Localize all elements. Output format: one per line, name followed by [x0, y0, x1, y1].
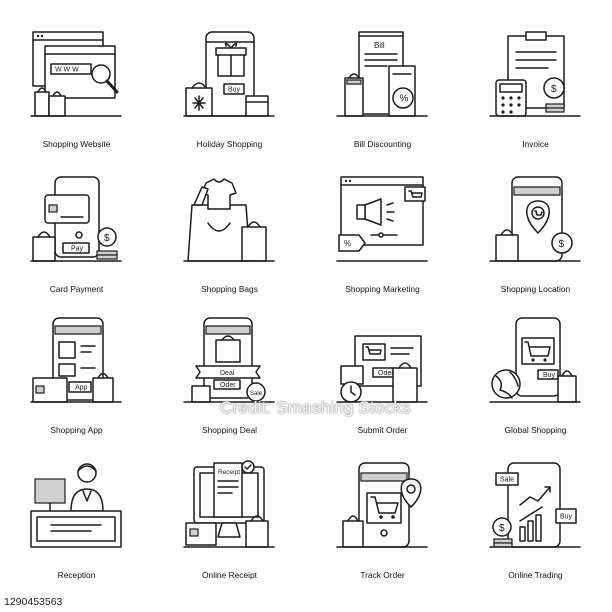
- shopping-app-icon: App: [30, 317, 122, 403]
- dollar-sign: %: [400, 94, 409, 105]
- svg-text:Buy: Buy: [228, 87, 241, 94]
- icon-label: Track Order: [360, 570, 405, 580]
- shopping-marketing-icon: %: [336, 176, 428, 262]
- icon-label: Shopping App: [50, 425, 103, 435]
- svg-text:Oder: Oder: [220, 382, 236, 389]
- svg-text:Pay: Pay: [71, 246, 84, 253]
- shopping-website-icon: W W W: [30, 31, 122, 117]
- icon-label: Reception: [57, 570, 96, 580]
- icon-label: Shopping Marketing: [345, 284, 420, 294]
- svg-text:Deal: Deal: [220, 370, 235, 377]
- svg-text:Buy: Buy: [560, 514, 573, 521]
- icon-label: Shopping Location: [500, 284, 571, 294]
- invoice-icon: $: [489, 31, 581, 117]
- svg-text:$: $: [551, 84, 557, 95]
- online-receipt-icon: Receipt: [183, 460, 275, 548]
- svg-text:W W W: W W W: [55, 67, 79, 74]
- reception-icon: [30, 463, 122, 548]
- track-order-icon: [336, 462, 428, 548]
- icon-card-shopping-bags: Shopping Bags: [153, 145, 306, 294]
- svg-text:$: $: [104, 233, 110, 244]
- global-shopping-icon: Buy: [489, 317, 581, 403]
- icon-label: Shopping Deal: [202, 425, 257, 435]
- svg-text:App: App: [75, 385, 88, 392]
- image-id: 1290453563: [4, 596, 63, 608]
- svg-text:Receipt: Receipt: [218, 469, 240, 476]
- icon-card-bill-discounting: Bill % Bill Discounting: [306, 0, 459, 149]
- icon-label: Submit Order: [357, 425, 408, 435]
- icon-card-reception: Reception: [0, 431, 153, 580]
- icon-label: Shopping Bags: [201, 284, 258, 294]
- icon-card-online-trading: Sale Buy $ Online Trading: [459, 431, 612, 580]
- icon-card-shopping-website: W W W Shopping Website: [0, 0, 153, 149]
- icon-card-online-receipt: Receipt Online Receipt: [153, 431, 306, 580]
- bill-discounting-icon: Bill %: [336, 31, 428, 117]
- icon-label: Card Payment: [49, 284, 104, 294]
- icon-card-shopping-marketing: % Shopping Marketing: [306, 145, 459, 294]
- icon-card-invoice: $ Invoice: [459, 0, 612, 149]
- icon-card-global-shopping: Buy Global Shopping: [459, 286, 612, 435]
- icon-card-shopping-deal: Deal Oder Sale Shopping Deal: [153, 286, 306, 435]
- online-trading-icon: Sale Buy $: [489, 462, 581, 548]
- icon-card-shopping-location: $ Shopping Location: [459, 145, 612, 294]
- svg-text:Bill: Bill: [374, 41, 385, 50]
- icon-label: Invoice: [522, 139, 549, 149]
- card-payment-icon: Pay $: [30, 176, 122, 262]
- icon-label: Online Trading: [508, 570, 563, 580]
- svg-text:%: %: [344, 239, 351, 248]
- image-id-strip: 1290453563: [0, 590, 612, 612]
- icon-label: Global Shopping: [504, 425, 567, 435]
- icon-label: Bill Discounting: [353, 139, 412, 149]
- icon-grid: W W W Shopping Website Buy: [0, 0, 612, 580]
- icon-label: Shopping Website: [42, 139, 111, 149]
- icon-card-holiday-shopping: Buy Holiday Shopping: [153, 0, 306, 149]
- icon-label: Holiday Shopping: [196, 139, 263, 149]
- shopping-deal-icon: Deal Oder Sale: [183, 317, 275, 403]
- svg-text:$: $: [499, 523, 505, 534]
- shopping-bags-icon: [183, 178, 275, 262]
- svg-text:Sale: Sale: [500, 477, 514, 484]
- icon-card-shopping-app: App Shopping App: [0, 286, 153, 435]
- submit-order-icon: Oder: [336, 335, 428, 403]
- holiday-shopping-icon: Buy: [183, 31, 275, 117]
- svg-text:Oder: Oder: [378, 370, 394, 377]
- svg-text:Buy: Buy: [543, 372, 556, 379]
- icon-card-submit-order: Oder Submit Order: [306, 286, 459, 435]
- watermark-credit: Credit: Smashing Stocks: [220, 398, 411, 417]
- shopping-location-icon: $: [489, 176, 581, 262]
- svg-text:$: $: [559, 239, 565, 250]
- icon-label: Online Receipt: [202, 570, 257, 580]
- icon-card-card-payment: Pay $ Card Payment: [0, 145, 153, 294]
- icon-card-track-order: Track Order: [306, 431, 459, 580]
- svg-text:Sale: Sale: [250, 391, 263, 397]
